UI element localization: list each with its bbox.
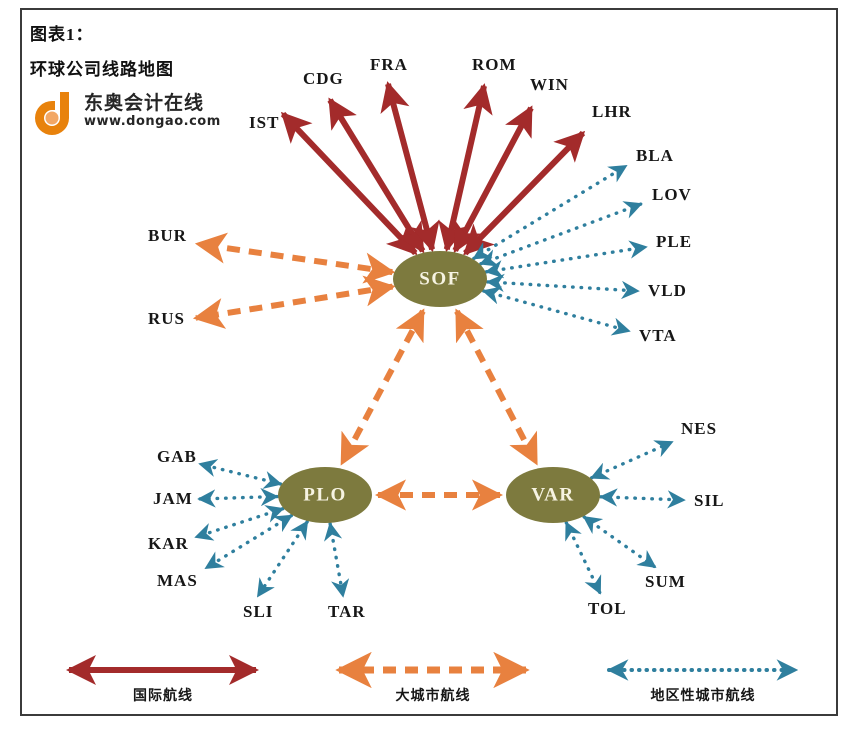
route-regional-sli <box>256 520 309 598</box>
logo-text: 东奥会计在线 www.dongao.com <box>84 92 221 130</box>
city-label-fra: FRA <box>370 55 408 74</box>
legend-item-major-city: 大城市航线 <box>335 651 530 704</box>
dongao-logo: 东奥会计在线 www.dongao.com <box>30 90 230 138</box>
legend-label-major-city: 大城市航线 <box>396 687 471 704</box>
route-major-sof-var <box>454 308 539 466</box>
route-international-win <box>452 105 534 254</box>
route-regional-sum <box>582 515 657 569</box>
route-regional-vld <box>485 273 640 300</box>
city-label-kar: KAR <box>148 534 189 553</box>
hub-label-var: VAR <box>531 484 574 505</box>
route-major-rus <box>192 275 396 329</box>
route-major-bur <box>194 232 396 284</box>
city-label-ist: IST <box>249 113 279 132</box>
route-major-sof-plo <box>339 308 426 466</box>
figure-caption: 图表1： 环球公司线路地图 <box>30 20 350 90</box>
hub-label-sof: SOF <box>419 268 460 289</box>
logo-mark-icon <box>35 92 69 135</box>
logo-url: www.dongao.com <box>84 114 221 129</box>
route-regional-vta <box>481 286 631 336</box>
route-international-rom <box>438 83 493 253</box>
international-routes-group <box>280 81 586 256</box>
hub-nodes-group: SOF PLO VAR <box>278 251 600 523</box>
route-international-fra <box>380 81 440 253</box>
route-regional-bla <box>472 164 628 261</box>
route-regional-jam <box>197 487 279 508</box>
city-label-lov: LOV <box>652 185 692 204</box>
hub-label-plo: PLO <box>303 484 347 505</box>
city-labels-group: IST CDG FRA ROM WIN LHR BUR RUS BLA LOV PLE VLD VTA G… <box>148 55 724 621</box>
hub-node-plo[interactable]: PLO <box>278 467 372 523</box>
route-regional-gab <box>198 459 283 489</box>
legend-item-regional-city: 地区性城市航线 <box>606 659 799 704</box>
city-label-vld: VLD <box>648 281 687 300</box>
city-label-lhr: LHR <box>592 102 632 121</box>
city-label-gab: GAB <box>157 447 197 466</box>
city-label-jam: JAM <box>153 489 193 508</box>
route-regional-mas <box>204 513 294 570</box>
route-regional-kar <box>194 505 285 541</box>
city-label-ple: PLE <box>656 232 692 251</box>
legend-label-international: 国际航线 <box>133 687 193 704</box>
logo-name-cn: 东奥会计在线 <box>84 92 205 114</box>
caption-title: 环球公司线路地图 <box>30 60 174 79</box>
route-regional-nes <box>589 440 674 480</box>
caption-label: 图表1： <box>30 25 94 44</box>
city-label-win: WIN <box>530 75 569 94</box>
city-label-mas: MAS <box>157 571 198 590</box>
legend-group: 国际航线 大城市航线 地区性城市航线 <box>66 651 799 704</box>
city-label-bla: BLA <box>636 146 674 165</box>
city-label-rus: RUS <box>148 309 185 328</box>
hub-node-sof[interactable]: SOF <box>393 251 487 307</box>
route-regional-lov <box>479 201 643 267</box>
city-label-sil: SIL <box>694 491 724 510</box>
city-label-tar: TAR <box>328 602 366 621</box>
hub-node-var[interactable]: VAR <box>506 467 600 523</box>
city-label-vta: VTA <box>639 326 677 345</box>
route-regional-ple <box>484 240 648 279</box>
city-label-tol: TOL <box>588 599 627 618</box>
city-label-sum: SUM <box>645 572 686 591</box>
city-label-nes: NES <box>681 419 717 438</box>
city-label-rom: ROM <box>472 55 517 74</box>
legend-label-regional-city: 地区性城市航线 <box>651 687 756 704</box>
city-label-bur: BUR <box>148 226 187 245</box>
route-regional-sil <box>599 488 686 509</box>
route-regional-tar <box>324 522 350 598</box>
major-city-routes-group <box>192 232 539 511</box>
regional-city-routes-group <box>194 164 686 598</box>
route-regional-tol <box>564 521 602 595</box>
city-label-cdg: CDG <box>303 69 344 88</box>
city-label-sli: SLI <box>243 602 273 621</box>
legend-item-international: 国际航线 <box>66 655 259 704</box>
